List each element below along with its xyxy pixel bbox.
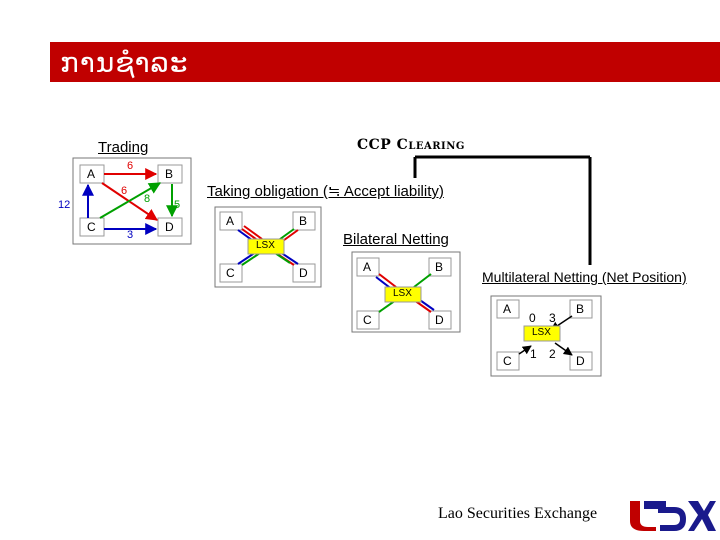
bilateral-panel xyxy=(351,251,461,333)
node-d-box-4 xyxy=(569,351,593,371)
trading-panel xyxy=(72,157,192,245)
node-b-box-4 xyxy=(569,299,593,319)
node-c-label: C xyxy=(87,220,96,234)
node-c-box-3 xyxy=(356,310,380,330)
amount-a-b: 6 xyxy=(127,160,134,172)
node-d-label-4: D xyxy=(576,354,585,368)
node-c-box-2 xyxy=(219,263,243,283)
trade-c-b xyxy=(99,182,162,219)
net-position-c: 1 xyxy=(530,347,537,361)
ccp-bracket xyxy=(413,155,592,265)
node-a-box-4 xyxy=(496,299,520,319)
lsx-label-2: LSX xyxy=(256,240,275,251)
node-d-box xyxy=(157,217,183,237)
amount-b-d: 5 xyxy=(174,199,181,211)
node-d-label: D xyxy=(165,220,174,234)
node-a-label-4: A xyxy=(503,302,512,316)
node-b-box-2 xyxy=(292,211,316,231)
bilateral-netting-label: Bilateral Netting xyxy=(343,231,449,248)
lsx-box-4 xyxy=(523,325,561,342)
lsx-label-3: LSX xyxy=(393,288,412,299)
amount-c-b: 8 xyxy=(144,193,151,205)
net-c-arrow xyxy=(518,345,532,355)
net-position-b: 3 xyxy=(549,311,556,325)
node-b-box xyxy=(157,164,183,184)
trading-label: Trading xyxy=(98,139,149,156)
taking-obligation-label: Taking obligation (≒ Accept liability) xyxy=(207,183,444,200)
node-c-box xyxy=(79,217,105,237)
node-b-box-3 xyxy=(428,257,452,277)
amount-c-a: 12 xyxy=(58,199,71,211)
net-position-d: 2 xyxy=(549,347,556,361)
node-b-label-4: B xyxy=(576,302,585,316)
net-position-a: 0 xyxy=(529,311,536,325)
lsx-box-2 xyxy=(247,238,285,255)
node-c-label-3: C xyxy=(363,313,372,327)
node-d-label-2: D xyxy=(299,266,308,280)
node-a-label-3: A xyxy=(363,260,372,274)
node-d-box-3 xyxy=(428,310,452,330)
amount-a-d: 6 xyxy=(121,185,128,197)
node-a-box-3 xyxy=(356,257,380,277)
obligation-panel xyxy=(214,206,322,288)
node-a-label-2: A xyxy=(226,214,235,228)
multilateral-netting-label: Multilateral Netting (Net Position) xyxy=(482,269,687,285)
footer-org-name: Lao Securities Exchange xyxy=(438,505,598,522)
node-b-label-2: B xyxy=(299,214,308,228)
node-c-box-4 xyxy=(496,351,520,371)
node-a-label: A xyxy=(87,167,96,181)
title-bar: ການຊຳລະ xyxy=(50,42,720,82)
lsx-box-3 xyxy=(384,286,422,303)
multilateral-panel xyxy=(490,295,602,377)
node-a-box-2 xyxy=(219,211,243,231)
lsx-label-4: LSX xyxy=(532,327,551,338)
ccp-clearing-label: CCP Clearing xyxy=(357,137,465,153)
node-c-label-4: C xyxy=(503,354,512,368)
net-d-arrow xyxy=(554,342,573,356)
node-d-label-3: D xyxy=(435,313,444,327)
node-b-label-3: B xyxy=(435,260,444,274)
lsx-logo xyxy=(630,501,716,531)
node-b-label: B xyxy=(165,167,174,181)
amount-c-d: 3 xyxy=(127,229,134,241)
page-title: ການຊຳລະ xyxy=(60,46,189,79)
node-c-label-2: C xyxy=(226,266,235,280)
node-d-box-2 xyxy=(292,263,316,283)
